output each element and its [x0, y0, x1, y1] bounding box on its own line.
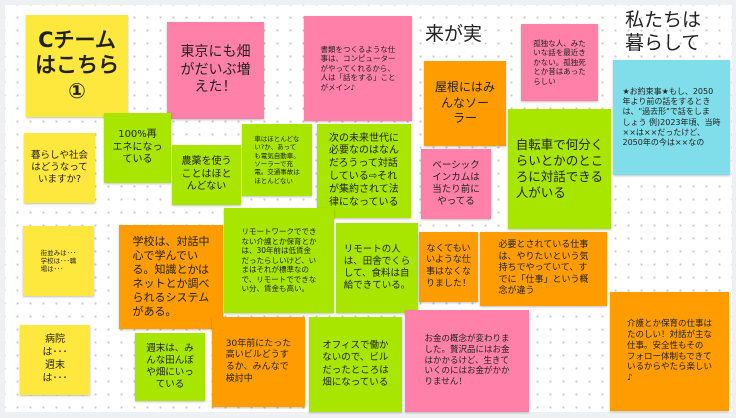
sticky-note[interactable]: ベーシック インカムは 当たり前に やってる	[421, 149, 491, 219]
sticky-note-rules[interactable]: ★お約束事★もし、2050 年より前の話をするとき は、"過去形"で話をしま し…	[613, 60, 730, 175]
sticky-note[interactable]: 車はほとんどな い?か、あって も電気自動車。 ソーラーで充 電。交通事故は ほ…	[242, 124, 312, 196]
sticky-note[interactable]: 自転車で何分く らいとかのとこ ろに対話できる 人がいる	[508, 109, 611, 229]
sticky-note[interactable]: 農薬を使う ことはほと んどない	[172, 145, 241, 205]
sticky-note[interactable]: リモートワークででき ない介護とか保育とか は、30年前は低賃金 だったらしいけ…	[224, 208, 334, 313]
sticky-note[interactable]: オフィスで働か ないので、ビル だったところは 畑になっている	[309, 317, 402, 412]
sticky-note-team-title[interactable]: Cチーム はこちら ①	[26, 15, 128, 117]
sticky-note[interactable]: 週末は、み んな田んぼ や畑にいっ ている	[135, 333, 205, 401]
sticky-note[interactable]: 東京にも畑 がだいぶ増 えた！	[167, 22, 264, 119]
sticky-note[interactable]: 必要とされている仕事 は、やりたいという気 持ちでやっていて、す でに「仕事」と…	[480, 232, 607, 306]
sticky-note[interactable]: 100%再 エネになっ ている	[104, 113, 171, 183]
sticky-note[interactable]: お金の概念が変わりま した。贅沢品にはお金 はかかるけど、生きて いくのにはお金…	[405, 310, 529, 412]
sticky-note[interactable]: 書類をつくるような仕 事は、コンピューター がやってくれるから、 人は「話をする…	[304, 16, 412, 121]
board-title-fragment: 来が実	[425, 23, 483, 45]
sticky-note[interactable]: リモートの人 は、田舎でくら して、食料は自 給できている。	[336, 223, 418, 313]
sticky-note[interactable]: 暮らしや社会 はどうなって いますか?	[24, 133, 95, 203]
sticky-note[interactable]: 学校は、対話中 心で学んでい る。知識とかは ネットとか調べ られるシステム が…	[119, 225, 223, 329]
sticky-note[interactable]: なくてもい いような仕 事はなくな りました！	[419, 232, 478, 302]
sticky-note[interactable]: 次の未来世代に 必要なのはなん だろうって対話 している⇨それ が集約されて法 …	[317, 124, 411, 218]
sticky-note[interactable]: 街並みは･･･ 学校は･･･職 場は･･･	[23, 226, 94, 296]
board-title-fragment: 私たちは暮らして	[625, 9, 702, 54]
sticky-note[interactable]: 介護とか保育の仕事は たのしい！対話が主な 仕事。安全性もその フォロー体制もで…	[610, 292, 729, 411]
sticky-note[interactable]: 30年前にたった 高いビルどうす るか、みんなで 検討中	[212, 317, 305, 407]
sticky-note[interactable]: 孤独な人、みた いな話を最近き かない。孤独死 とか昔はあった らしい	[521, 24, 598, 101]
sticky-note[interactable]: 屋根にはみ んなソー ラー	[424, 61, 506, 146]
sticky-note[interactable]: 病院 は･･･ 週末 は･･･	[20, 325, 90, 395]
